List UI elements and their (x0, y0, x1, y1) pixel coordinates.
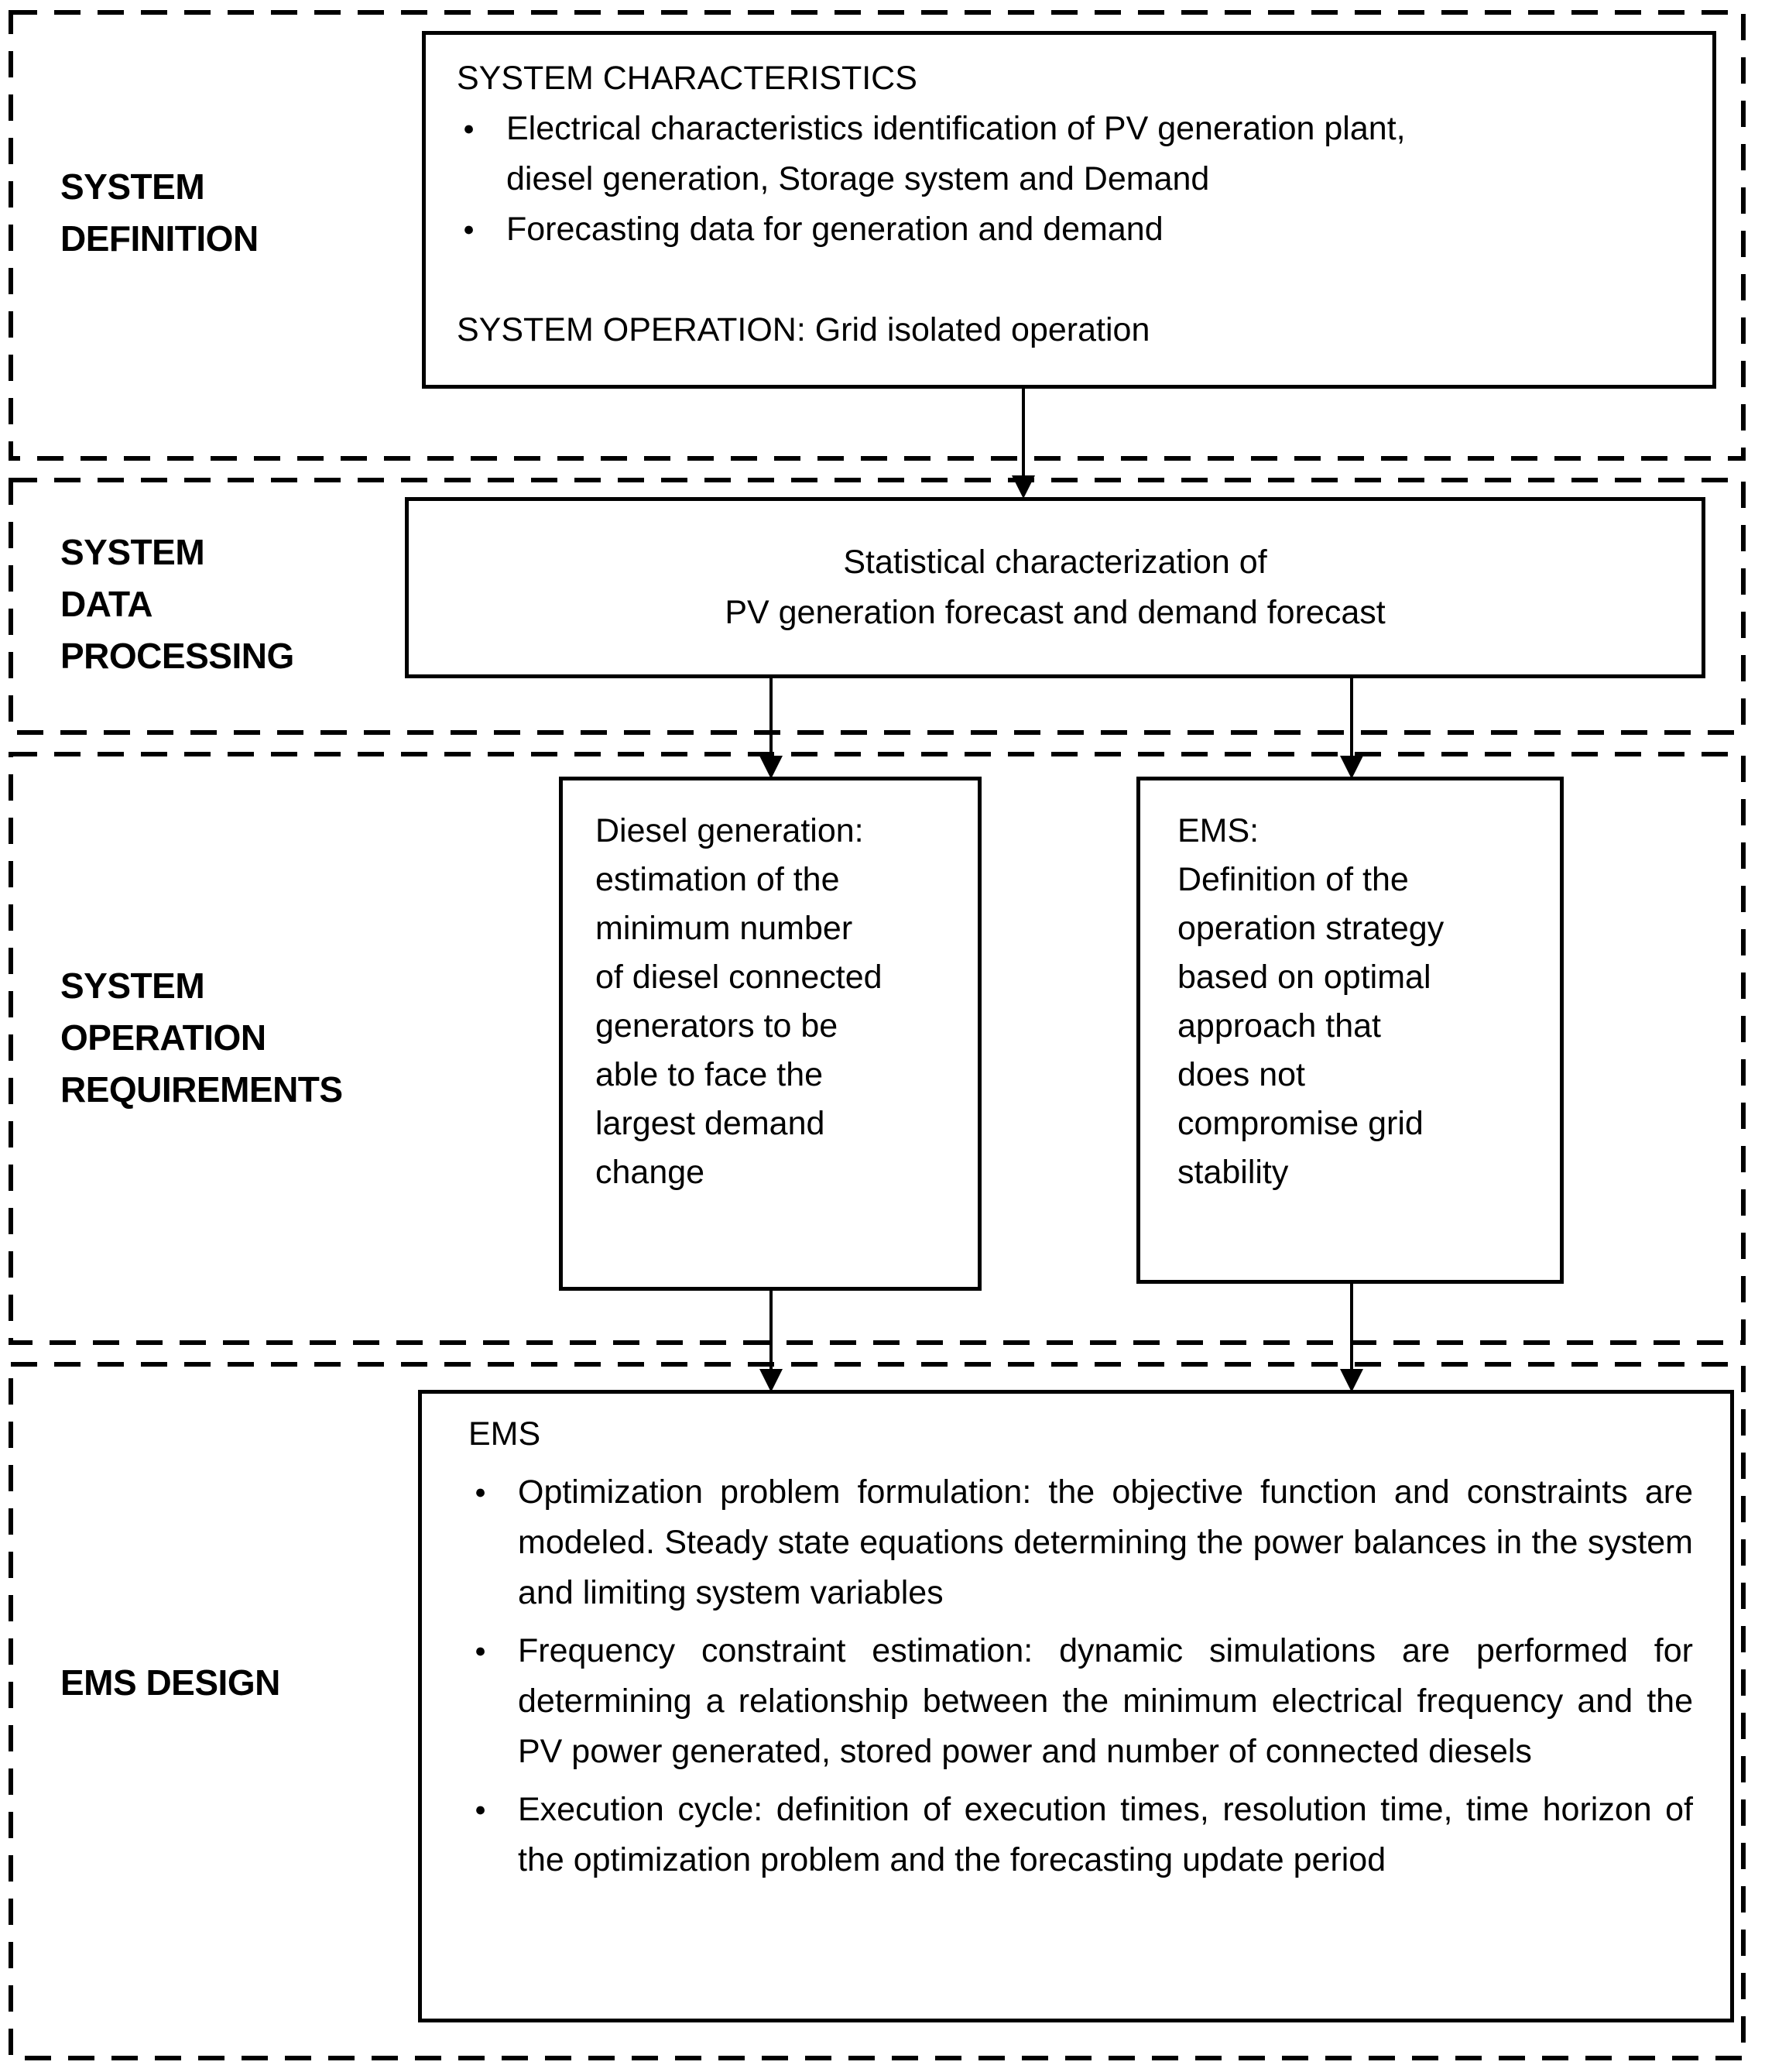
list-item: ● Forecasting data for generation and de… (457, 204, 1689, 255)
box-text-line: operation strategy (1177, 910, 1445, 947)
box-text-line: Definition of the (1177, 861, 1409, 898)
list-item: ● Optimization problem formulation: the … (468, 1467, 1693, 1618)
box-title: SYSTEM CHARACTERISTICS (457, 60, 917, 97)
section-border-system-operation-requirements (9, 752, 1746, 1345)
bullet-text-line: Electrical characteristics identificatio… (506, 110, 1406, 147)
box-text-line: PV generation forecast and demand foreca… (725, 594, 1386, 631)
section-label-system-definition: SYSTEM DEFINITION (60, 161, 259, 265)
bullet-text: Electrical characteristics identificatio… (506, 104, 1689, 204)
bullet-text: Execution cycle: definition of execution… (518, 1791, 1693, 1878)
section-label-ems-design: EMS DESIGN (60, 1657, 280, 1709)
bullet-text: Optimization problem formulation: the ob… (518, 1473, 1693, 1611)
diesel-generation-box: Diesel generation: estimation of the min… (559, 777, 982, 1291)
arrow-diesel-to-ems-design (759, 1291, 783, 1392)
box-text-line: estimation of the (595, 861, 840, 898)
box-text-line: generators to be (595, 1007, 838, 1045)
section-label-line: SYSTEM (60, 532, 205, 572)
box-text-line: stability (1177, 1154, 1289, 1191)
section-label-system-operation-requirements: SYSTEM OPERATION REQUIREMENTS (60, 960, 343, 1116)
section-label-system-data-processing: SYSTEM DATA PROCESSING (60, 527, 294, 682)
arrow-ems-strategy-to-ems-design (1340, 1284, 1363, 1392)
box-text-line: able to face the (595, 1056, 824, 1093)
system-operation-note: SYSTEM OPERATION: Grid isolated operatio… (457, 311, 1150, 348)
ems-design-box: EMS ● Optimization problem formulation: … (418, 1390, 1734, 2022)
bullet-icon: ● (475, 1799, 487, 1820)
section-label-line: PROCESSING (60, 636, 294, 676)
bullet-text-line: diesel generation, Storage system and De… (506, 160, 1210, 197)
arrow-statistical-to-diesel (759, 678, 783, 779)
arrow-characteristics-to-statistical (1012, 389, 1035, 499)
section-border-system-definition (9, 10, 1746, 461)
box-text-line: largest demand (595, 1105, 825, 1142)
list-item: ● Electrical characteristics identificat… (457, 104, 1689, 204)
bullet-icon: ● (475, 1481, 487, 1503)
box-text-line: of diesel connected (595, 959, 882, 996)
section-label-line: SYSTEM (60, 966, 205, 1006)
list-item: ● Execution cycle: definition of executi… (468, 1785, 1693, 1885)
box-text-line: Diesel generation: (595, 812, 864, 849)
bullet-text: Frequency constraint estimation: dynamic… (518, 1632, 1693, 1770)
bullet-icon: ● (463, 118, 475, 139)
arrow-statistical-to-ems-strategy (1340, 678, 1363, 779)
box-text-line: EMS: (1177, 812, 1259, 849)
section-label-line: OPERATION (60, 1017, 266, 1058)
box-text-line: does not (1177, 1056, 1305, 1093)
section-label-line: REQUIREMENTS (60, 1069, 343, 1110)
section-label-line: EMS DESIGN (60, 1662, 280, 1703)
statistical-characterization-box: Statistical characterization of PV gener… (405, 497, 1705, 678)
box-text-line: approach that (1177, 1007, 1381, 1045)
section-label-line: DEFINITION (60, 218, 259, 259)
box-text-line: change (595, 1154, 705, 1191)
box-text-line: based on optimal (1177, 959, 1431, 996)
box-title: EMS (468, 1415, 541, 1453)
box-text-line: Statistical characterization of (843, 544, 1267, 581)
system-characteristics-box: SYSTEM CHARACTERISTICS ● Electrical char… (422, 31, 1716, 389)
bullet-text: Forecasting data for generation and dema… (506, 211, 1164, 248)
box-text-line: minimum number (595, 910, 853, 947)
list-item: ● Frequency constraint estimation: dynam… (468, 1626, 1693, 1777)
box-text-line: compromise grid (1177, 1105, 1424, 1142)
ems-operation-strategy-box: EMS: Definition of the operation strateg… (1136, 777, 1564, 1284)
section-label-line: SYSTEM (60, 166, 205, 207)
section-label-line: DATA (60, 584, 153, 624)
bullet-icon: ● (475, 1640, 487, 1662)
bullet-icon: ● (463, 218, 475, 240)
